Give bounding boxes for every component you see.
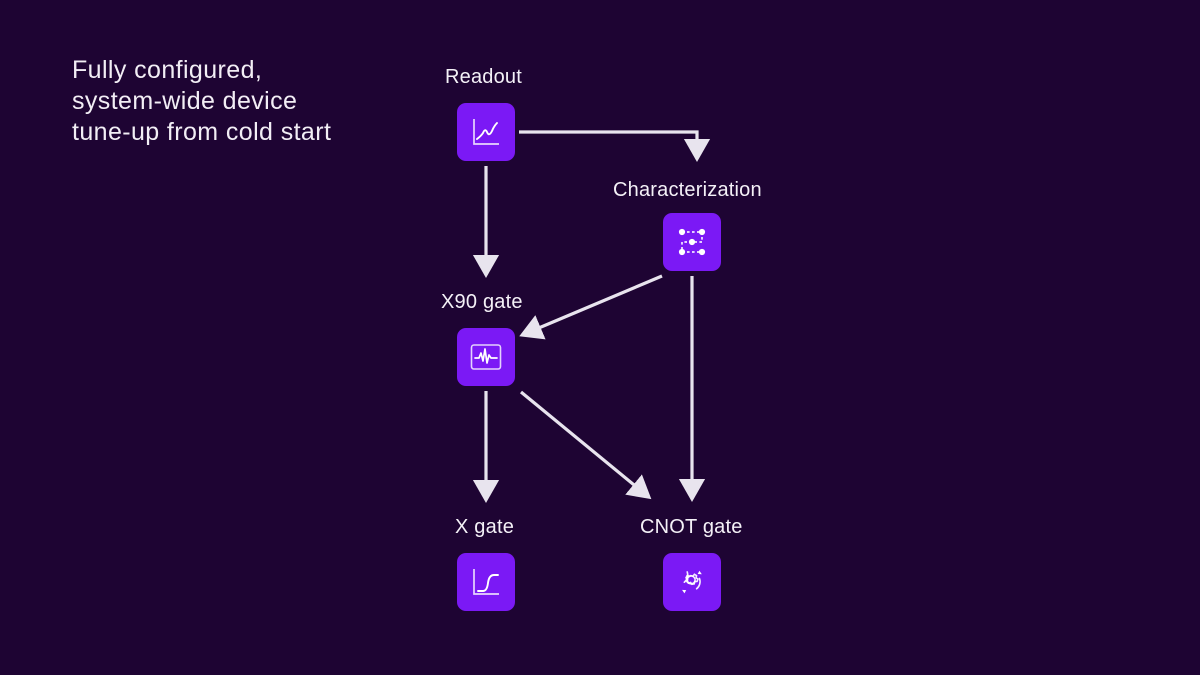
node-x90-gate[interactable] [457,328,515,386]
node-label-characterization: Characterization [613,179,762,201]
node-label-x-gate: X gate [455,516,515,538]
edge-characterization-to-x90 [519,274,663,340]
node-label-readout: Readout [445,66,523,88]
node-cnot-gate[interactable] [663,553,721,611]
page-title: Fully configured, system-wide device tun… [72,56,332,146]
edge-x90-to-cnot [519,390,652,500]
gear-refresh-icon [673,563,711,601]
node-label-cnot-gate: CNOT gate [640,516,743,538]
waveform-screen-icon [467,338,505,376]
sigmoid-curve-icon [468,564,504,600]
edge-readout-to-characterization [519,130,711,162]
line-chart-icon [468,114,504,150]
node-readout[interactable] [457,103,515,161]
node-label-x90-gate: X90 gate [441,291,523,313]
node-characterization[interactable] [663,213,721,271]
node-graph-icon [674,224,710,260]
node-x-gate[interactable] [457,553,515,611]
